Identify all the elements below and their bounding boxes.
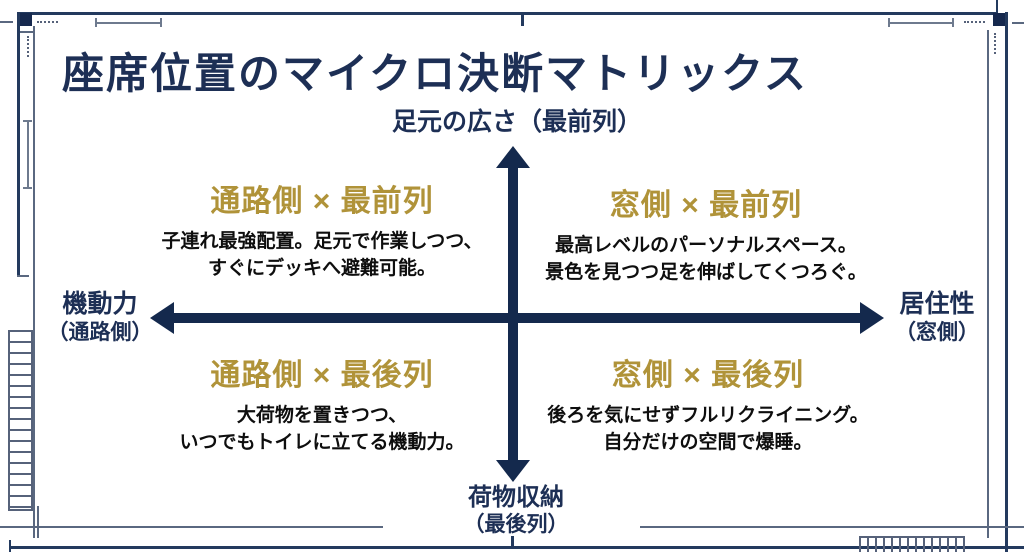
frame-top-left-stub <box>0 21 13 23</box>
frame-left-jog <box>17 275 29 277</box>
vertical-axis-arrowhead-down-icon <box>496 460 530 482</box>
frame-right-line <box>1005 12 1008 552</box>
frame-top-right-square <box>993 13 1007 26</box>
frame-bottom-center-tick <box>511 536 514 546</box>
frame-left-inner-line <box>33 26 35 538</box>
axis-label-right-line2: （窓側） <box>895 320 979 344</box>
quadrant-window-back-heading: 窓側 × 最後列 <box>611 359 805 392</box>
frame-bottom-left-vertical <box>37 506 39 538</box>
frame-dimension-left <box>23 120 32 189</box>
frame-bottom-line <box>10 546 1024 549</box>
frame-left-line <box>17 12 20 277</box>
quadrant-window-front-line2: 景色を見つつ足を伸ばしてくつろぐ。 <box>545 261 867 283</box>
quadrant-window-front: 窓側 × 最前列 最高レベルのパーソナルスペース。 景色を見つつ足を伸ばしてくつ… <box>471 180 941 287</box>
axis-label-left: 機動力 （通路側） <box>48 289 153 345</box>
frame-top-line <box>17 12 998 15</box>
quadrant-window-back: 窓側 × 最後列 後ろを気にせずフルリクライニング。 自分だけの空間で爆睡。 <box>473 350 943 457</box>
quadrant-window-front-heading: 窓側 × 最前列 <box>609 189 803 222</box>
quadrant-aisle-front-line1: 子連れ最強配置。足元で作業しつつ、 <box>161 231 483 252</box>
quadrant-window-back-line1: 後ろを気にせずフルリクライニング。 <box>547 405 869 426</box>
quadrant-aisle-back: 通路側 × 最後列 大荷物を置きつつ、 いつでもトイレに立てる機動力。 <box>87 350 557 457</box>
horizontal-axis-arrowhead-right-icon <box>860 302 884 334</box>
quadrant-aisle-back-line2: いつでもトイレに立てる機動力。 <box>179 431 465 453</box>
frame-stairs-symbol <box>8 330 33 511</box>
vertical-axis-arrowhead-up-icon <box>496 146 530 168</box>
quadrant-aisle-front: 通路側 × 最前列 子連れ最強配置。足元で作業しつつ、 すぐにデッキへ避難可能。 <box>87 176 557 283</box>
axis-label-bottom-line2: （最後列） <box>463 513 569 537</box>
frame-dots-top-right-v <box>994 33 996 54</box>
quadrant-aisle-back-line1: 大荷物を置きつつ、 <box>236 405 408 426</box>
axis-label-bottom: 荷物収納 （最後列） <box>464 483 569 538</box>
horizontal-axis-arrowhead-left-icon <box>150 302 174 334</box>
frame-dots-top-left-h <box>37 21 58 23</box>
frame-dimension-top-right <box>888 18 954 27</box>
frame-top-right-tick <box>996 0 998 13</box>
axis-label-right-line1: 居住性 <box>899 290 975 318</box>
axis-label-top: 足元の広さ（最前列） <box>391 108 643 136</box>
axis-label-left-line2: （通路側） <box>47 320 153 344</box>
quadrant-window-front-line1: 最高レベルのパーソナルスペース。 <box>555 235 857 256</box>
axis-label-left-line1: 機動力 <box>62 290 138 318</box>
frame-dimension-top-left <box>95 18 162 27</box>
axis-label-bottom-line1: 荷物収納 <box>468 484 564 511</box>
frame-dots-top-left-v <box>27 36 29 57</box>
frame-top-right-stub <box>1012 22 1024 24</box>
horizontal-axis-shaft <box>172 313 864 323</box>
frame-bottom-thin-line-right <box>640 526 1024 528</box>
quadrant-aisle-front-heading: 通路側 × 最前列 <box>210 185 434 218</box>
quadrant-window-back-line2: 自分だけの空間で爆睡。 <box>603 431 813 453</box>
frame-bottom-thin-line-left <box>0 526 383 528</box>
frame-top-left-step <box>20 31 33 33</box>
frame-top-left-square <box>18 13 32 26</box>
frame-ruler-symbol <box>859 536 965 552</box>
axis-label-right: 居住性 （窓側） <box>895 289 979 345</box>
frame-dots-top-right-h <box>964 21 985 23</box>
page-title: 座席位置のマイクロ決断マトリックス <box>62 50 808 97</box>
frame-bottom-left-corner <box>9 540 11 552</box>
frame-right-inner-line <box>987 30 989 538</box>
quadrant-aisle-front-line2: すぐにデッキへ避難可能。 <box>207 257 436 279</box>
quadrant-aisle-back-heading: 通路側 × 最後列 <box>210 359 434 392</box>
frame-top-center-tick <box>521 12 524 26</box>
